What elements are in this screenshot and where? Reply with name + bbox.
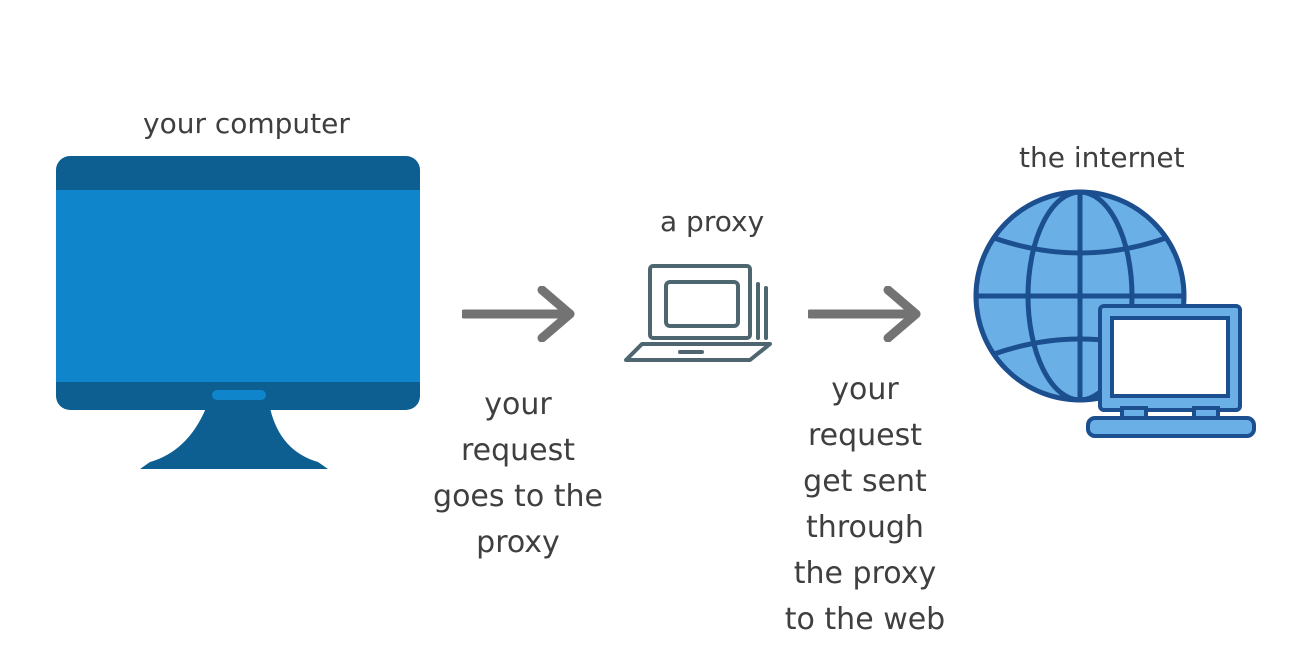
proxy-label: a proxy [660,205,765,238]
caption-line: get sent [803,464,927,499]
caption-line: the proxy [793,556,937,591]
caption-line: proxy [476,525,560,560]
edge-1-caption: your request goes to the proxy [418,382,618,566]
desktop-monitor-icon [56,156,422,472]
caption-line: request [807,418,923,453]
globe-with-laptop-icon [972,188,1262,442]
caption-line: your [831,372,899,407]
caption-line: goes to the [433,479,603,514]
caption-line: to the web [784,602,946,637]
computer-label: your computer [143,107,350,140]
right-arrow-icon [808,286,926,342]
edge-2-caption: your request get sent through the proxy … [762,367,968,643]
right-arrow-icon [462,286,580,342]
caption-line: request [460,433,576,468]
caption-line: your [484,387,552,422]
caption-line: through [806,510,924,545]
internet-label: the internet [1019,141,1185,174]
laptop-icon [622,262,782,366]
